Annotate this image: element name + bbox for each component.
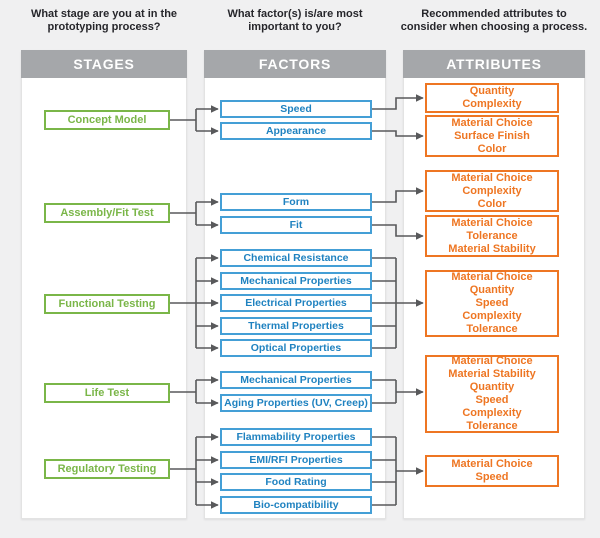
stage-box-concept-model: Concept Model: [44, 110, 170, 130]
attribute-line: Speed: [475, 297, 509, 309]
factor-box-form: Form: [220, 193, 372, 211]
attribute-line: Complexity: [462, 184, 522, 197]
attributes-column-header: ATTRIBUTES: [403, 50, 585, 78]
stages-column-header: STAGES: [21, 50, 187, 78]
factor-box-aging-properties: Aging Properties (UV, Creep): [220, 394, 372, 412]
factor-box-chemical-resistance: Chemical Resistance: [220, 249, 372, 267]
attribute-line: Quantity: [469, 381, 515, 393]
attribute-line: Complexity: [462, 98, 522, 110]
attribute-line: Quantity: [469, 85, 515, 97]
factors-column-header: FACTORS: [204, 50, 386, 78]
attribute-line: Color: [477, 197, 507, 210]
attribute-line: Material Stability: [448, 242, 536, 255]
attribute-box-concept-speed: Quantity Complexity: [425, 83, 559, 113]
factor-box-optical-properties: Optical Properties: [220, 339, 372, 357]
factor-box-thermal-properties: Thermal Properties: [220, 317, 372, 335]
factor-box-electrical-properties: Electrical Properties: [220, 294, 372, 312]
attribute-box-concept-appearance: Material Choice Surface Finish Color: [425, 115, 559, 157]
attribute-line: Tolerance: [466, 420, 518, 432]
attribute-box-regulatory: Material Choice Speed: [425, 455, 559, 487]
question-factors: What factor(s) is/are most important to …: [227, 8, 363, 33]
factor-box-flammability-properties: Flammability Properties: [220, 428, 372, 446]
question-attributes: Recommended attributes to consider when …: [400, 8, 588, 33]
attribute-box-life-test: Material Choice Material Stability Quant…: [425, 355, 559, 433]
attribute-line: Tolerance: [466, 323, 518, 335]
attribute-line: Material Choice: [451, 271, 533, 283]
attribute-line: Material Choice: [451, 216, 533, 229]
attribute-box-fit: Material Choice Tolerance Material Stabi…: [425, 215, 559, 257]
factor-box-mechanical-properties-life: Mechanical Properties: [220, 371, 372, 389]
factor-box-mechanical-properties: Mechanical Properties: [220, 272, 372, 290]
attribute-line: Speed: [475, 471, 509, 483]
attribute-line: Material Choice: [451, 171, 533, 184]
attribute-line: Material Choice: [451, 355, 533, 367]
attribute-line: Color: [477, 142, 507, 155]
stage-box-life-test: Life Test: [44, 383, 170, 403]
attribute-line: Quantity: [469, 284, 515, 296]
factor-box-emi-rfi-properties: EMI/RFI Properties: [220, 451, 372, 469]
attribute-line: Material Choice: [451, 458, 533, 470]
stage-box-regulatory-testing: Regulatory Testing: [44, 459, 170, 479]
attribute-line: Tolerance: [466, 229, 518, 242]
factor-box-food-rating: Food Rating: [220, 473, 372, 491]
factor-box-speed: Speed: [220, 100, 372, 118]
stage-box-assembly-fit-test: Assembly/Fit Test: [44, 203, 170, 223]
attribute-line: Material Stability: [448, 368, 536, 380]
attribute-line: Material Choice: [451, 116, 533, 129]
factor-box-bio-compatibility: Bio-compatibility: [220, 496, 372, 514]
question-stages: What stage are you at in the prototyping…: [30, 8, 178, 33]
attribute-line: Complexity: [462, 407, 522, 419]
attribute-box-functional: Material Choice Quantity Speed Complexit…: [425, 270, 559, 337]
factor-box-appearance: Appearance: [220, 122, 372, 140]
attribute-box-form: Material Choice Complexity Color: [425, 170, 559, 212]
stage-box-functional-testing: Functional Testing: [44, 294, 170, 314]
factor-box-fit: Fit: [220, 216, 372, 234]
attribute-line: Surface Finish: [454, 129, 530, 142]
attribute-line: Complexity: [462, 310, 522, 322]
attribute-line: Speed: [475, 394, 509, 406]
